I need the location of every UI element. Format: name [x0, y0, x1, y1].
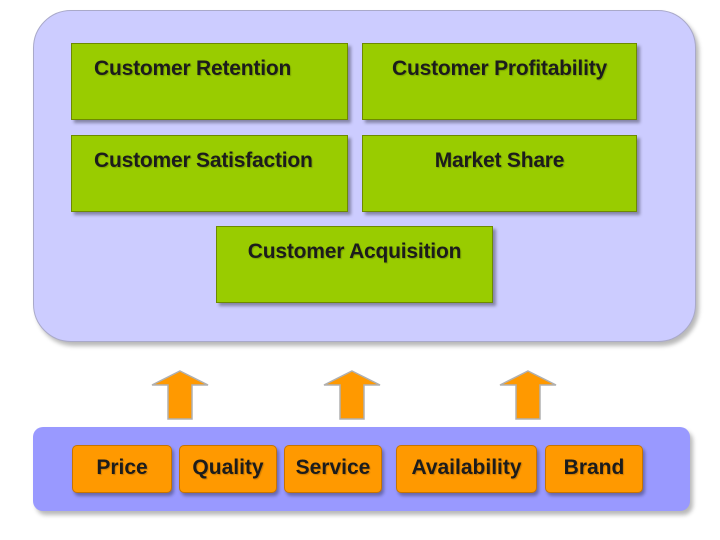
customer-satisfaction-box: Customer Satisfaction [71, 135, 348, 212]
customer-profitability-box: Customer Profitability [362, 43, 637, 120]
customer-acquisition-box: Customer Acquisition [216, 226, 493, 303]
customer-satisfaction-label: Customer Satisfaction [94, 149, 313, 172]
up-arrow-icon [499, 370, 557, 420]
availability-box: Availability [396, 445, 537, 493]
up-arrow-icon [151, 370, 209, 420]
service-box: Service [284, 445, 382, 493]
customer-acquisition-label: Customer Acquisition [247, 240, 462, 263]
quality-box: Quality [179, 445, 277, 493]
service-label: Service [295, 456, 371, 479]
customer-retention-label: Customer Retention [94, 57, 292, 80]
customer-retention-box: Customer Retention [71, 43, 348, 120]
availability-label: Availability [411, 456, 522, 479]
customer-profitability-label: Customer Profitability [392, 57, 607, 80]
brand-box: Brand [545, 445, 643, 493]
price-box: Price [72, 445, 172, 493]
market-share-box: Market Share [362, 135, 637, 212]
price-label: Price [96, 456, 148, 479]
brand-label: Brand [563, 456, 625, 479]
market-share-label: Market Share [434, 149, 565, 172]
up-arrow-icon [323, 370, 381, 420]
quality-label: Quality [192, 456, 264, 479]
